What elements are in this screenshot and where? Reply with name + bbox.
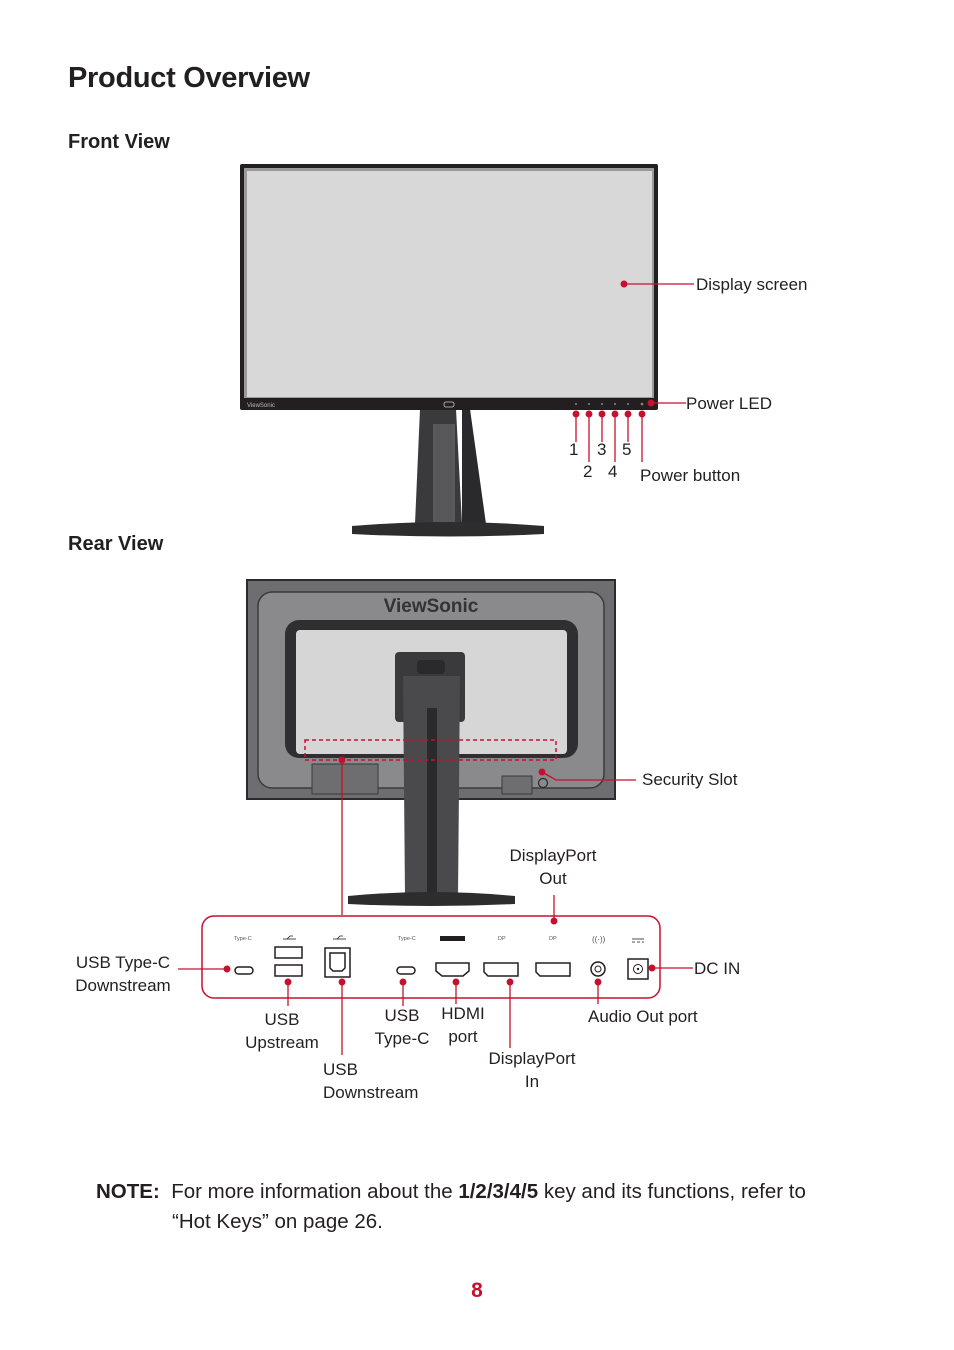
- svg-text:Type-C: Type-C: [234, 936, 252, 942]
- note-keys: 1/2/3/4/5: [458, 1180, 539, 1203]
- label-usb-upstream: USB Upstream: [245, 1010, 319, 1052]
- rear-callouts: [178, 756, 693, 1055]
- label-usb-typec: USB Type-C: [374, 1006, 430, 1048]
- label-usb-downstream: USB Downstream: [323, 1060, 419, 1102]
- note: NOTE: For more information about the 1/2…: [96, 1177, 896, 1237]
- key-label-4: 4: [608, 462, 618, 481]
- page-number: 8: [471, 1279, 483, 1302]
- label-hdmi-port: HDMI port: [441, 1004, 485, 1046]
- note-label: NOTE:: [96, 1180, 160, 1203]
- front-callouts: [572, 280, 694, 462]
- label-security-slot: Security Slot: [642, 770, 738, 789]
- key-label-3: 3: [597, 440, 607, 459]
- note-text-after: key and its functions, refer to: [538, 1180, 806, 1203]
- usb-upstream-port-bottom: [274, 964, 303, 977]
- svg-text:DP: DP: [549, 936, 557, 942]
- note-line-2: “Hot Keys” on page 26.: [172, 1210, 383, 1233]
- displayport-in-port: [483, 962, 519, 977]
- display-screen: [247, 171, 652, 397]
- rear-view-heading: Rear View: [68, 533, 164, 555]
- label-power-led: Power LED: [686, 394, 772, 413]
- usb-typec-port: [396, 966, 416, 975]
- note-text-before: For more information about the: [171, 1180, 459, 1203]
- usb-typec-downstream-port: [234, 966, 254, 975]
- svg-text:Type-C: Type-C: [398, 936, 416, 942]
- page-title: Product Overview: [68, 62, 310, 94]
- rear-stand: [348, 652, 515, 906]
- svg-text:((·)): ((·)): [592, 935, 606, 944]
- label-dc-in: DC IN: [694, 959, 741, 978]
- label-audio-out-port: Audio Out port: [588, 1007, 698, 1026]
- port-area-outline: [304, 739, 557, 761]
- label-displayport-out: DisplayPort Out: [509, 846, 597, 888]
- bezel-logo: ViewSonic: [247, 403, 275, 409]
- front-stand: [352, 409, 544, 537]
- port-panel: [201, 915, 661, 999]
- usb-downstream-port: [324, 947, 351, 978]
- note-line-1: NOTE: For more information about the 1/2…: [96, 1177, 896, 1207]
- rear-logo: ViewSonic: [384, 596, 479, 617]
- front-monitor: [240, 164, 658, 410]
- front-view-heading: Front View: [68, 131, 170, 153]
- key-label-2: 2: [583, 462, 593, 481]
- audio-out-port: [590, 961, 606, 977]
- label-power-button: Power button: [640, 466, 741, 485]
- label-displayport-in: DisplayPort In: [488, 1049, 576, 1091]
- displayport-out-port: [535, 962, 571, 977]
- svg-text:DP: DP: [498, 936, 506, 942]
- label-display-screen: Display screen: [696, 275, 808, 294]
- key-label-5: 5: [622, 440, 632, 459]
- label-usb-typec-downstream: USB Type-C Downstream: [75, 953, 171, 995]
- panel-markings: Type-C Type-C DP DP ((·)): [234, 935, 606, 944]
- dc-in-port: [627, 958, 649, 980]
- hdmi-port: [435, 962, 470, 977]
- key-label-1: 1: [569, 440, 579, 459]
- usb-upstream-port-top: [274, 946, 303, 959]
